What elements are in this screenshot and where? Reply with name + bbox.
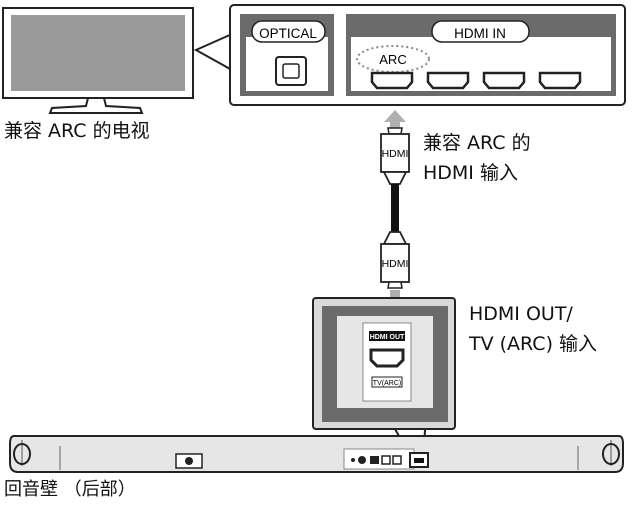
tv-arc-text: TV(ARC) xyxy=(373,380,401,387)
arrow-up xyxy=(384,110,406,128)
plug-label-top: HDMI xyxy=(382,148,409,160)
tv-stand xyxy=(48,97,144,114)
tv-illustration xyxy=(2,7,194,114)
cable-label-line2: HDMI 输入 xyxy=(423,162,518,184)
soundbar xyxy=(9,435,624,473)
port-label-line1: HDMI OUT/ xyxy=(469,303,573,325)
cable-wire xyxy=(391,184,399,232)
tv-label: 兼容 ARC 的电视 xyxy=(4,120,150,142)
tv-connector-panel xyxy=(229,4,626,106)
optical-port xyxy=(275,56,307,86)
soundbar-zoom xyxy=(312,297,456,430)
tv-screen xyxy=(11,15,185,91)
hdmi-port-4 xyxy=(538,71,582,90)
plug-label-bottom: HDMI xyxy=(382,258,409,270)
plug-bottom xyxy=(380,243,410,283)
tv-arc-tag xyxy=(371,376,403,388)
hdmi-in-label: HDMI IN xyxy=(454,26,506,41)
arc-label: ARC xyxy=(379,52,406,67)
callout-pointer xyxy=(193,32,233,72)
hdmi-port-2 xyxy=(426,71,470,90)
soundbar-caption: 回音壁 （后部） xyxy=(4,479,136,500)
hdmi-port-1 xyxy=(370,71,414,90)
hdmi-in-tag xyxy=(431,20,530,43)
port-label-line2: TV (ARC) 输入 xyxy=(469,333,598,355)
hdmi-cable xyxy=(380,110,410,326)
hdmi-in-ports xyxy=(370,71,582,90)
soundbar-body xyxy=(9,435,624,473)
optical-label: OPTICAL xyxy=(259,26,317,41)
hdmi-port-3 xyxy=(482,71,526,90)
cable-label-line1: 兼容 ARC 的 xyxy=(423,132,531,154)
hdmi-out-text: HDMI OUT xyxy=(370,334,405,341)
hdmi-out-port xyxy=(369,348,405,368)
hdmi-out-tag xyxy=(369,331,405,341)
optical-tag xyxy=(251,20,326,43)
